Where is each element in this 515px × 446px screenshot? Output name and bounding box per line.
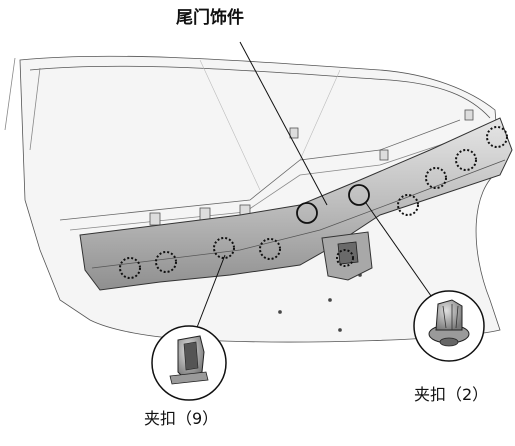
clip-location-emblem bbox=[336, 249, 354, 267]
round-clip-icon bbox=[413, 290, 485, 362]
highlight-circle-2 bbox=[348, 184, 370, 206]
clip-locations bbox=[119, 126, 508, 279]
clip-location-6 bbox=[425, 167, 447, 189]
trim-title-label: 尾门饰件 bbox=[176, 8, 244, 28]
clip-location-5 bbox=[397, 194, 419, 216]
clip-location-7 bbox=[455, 149, 477, 171]
clip-location-4 bbox=[259, 238, 281, 260]
clip-left-label: 夹扣（9） bbox=[144, 409, 219, 428]
trim-panel bbox=[79, 117, 513, 291]
clip-location-8 bbox=[486, 126, 508, 148]
clip-location-3 bbox=[213, 237, 235, 259]
leader-lines bbox=[195, 41, 437, 331]
clip-right-label: 夹扣（2） bbox=[414, 385, 489, 404]
highlight-circle-1 bbox=[296, 202, 318, 224]
push-clip-icon bbox=[151, 325, 227, 401]
clip-location-1 bbox=[119, 257, 141, 279]
clip-location-2 bbox=[155, 251, 177, 273]
